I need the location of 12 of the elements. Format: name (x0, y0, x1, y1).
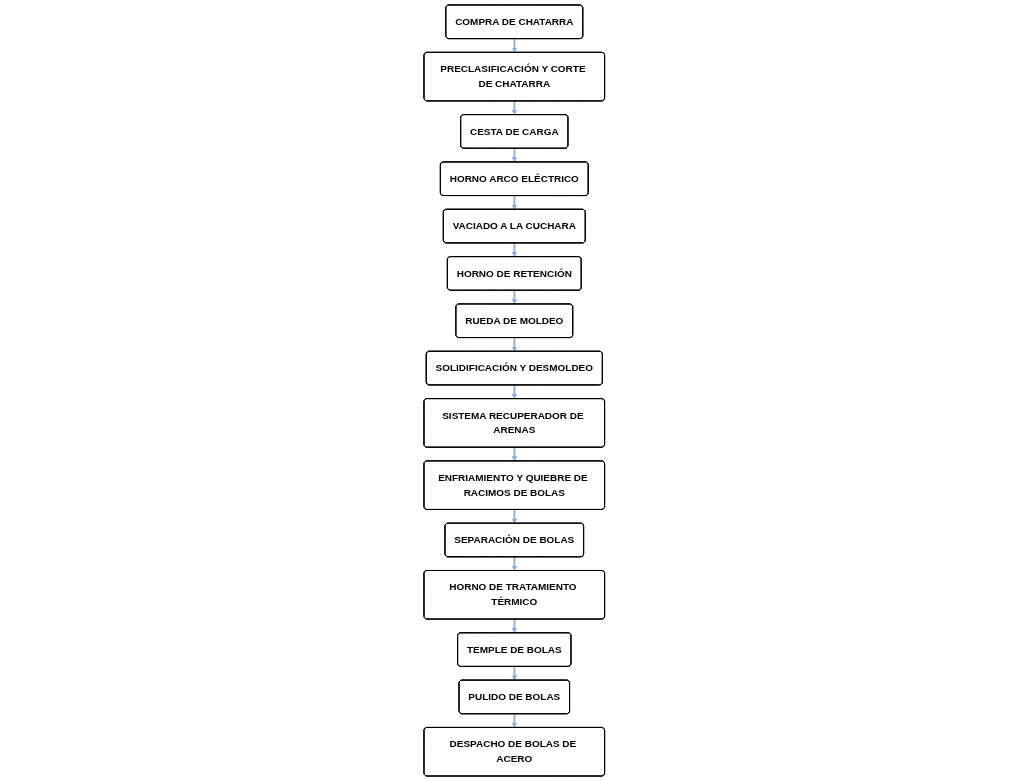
arrow (511, 508, 518, 524)
arrow (511, 289, 518, 305)
arrow (511, 713, 518, 728)
arrow (511, 242, 518, 258)
arrow (511, 665, 518, 681)
arrow (511, 100, 518, 116)
arrow (511, 38, 518, 53)
arrow (511, 556, 518, 572)
arrow (511, 194, 518, 210)
arrow (511, 384, 518, 400)
arrow (511, 618, 518, 634)
arrow (511, 336, 518, 352)
